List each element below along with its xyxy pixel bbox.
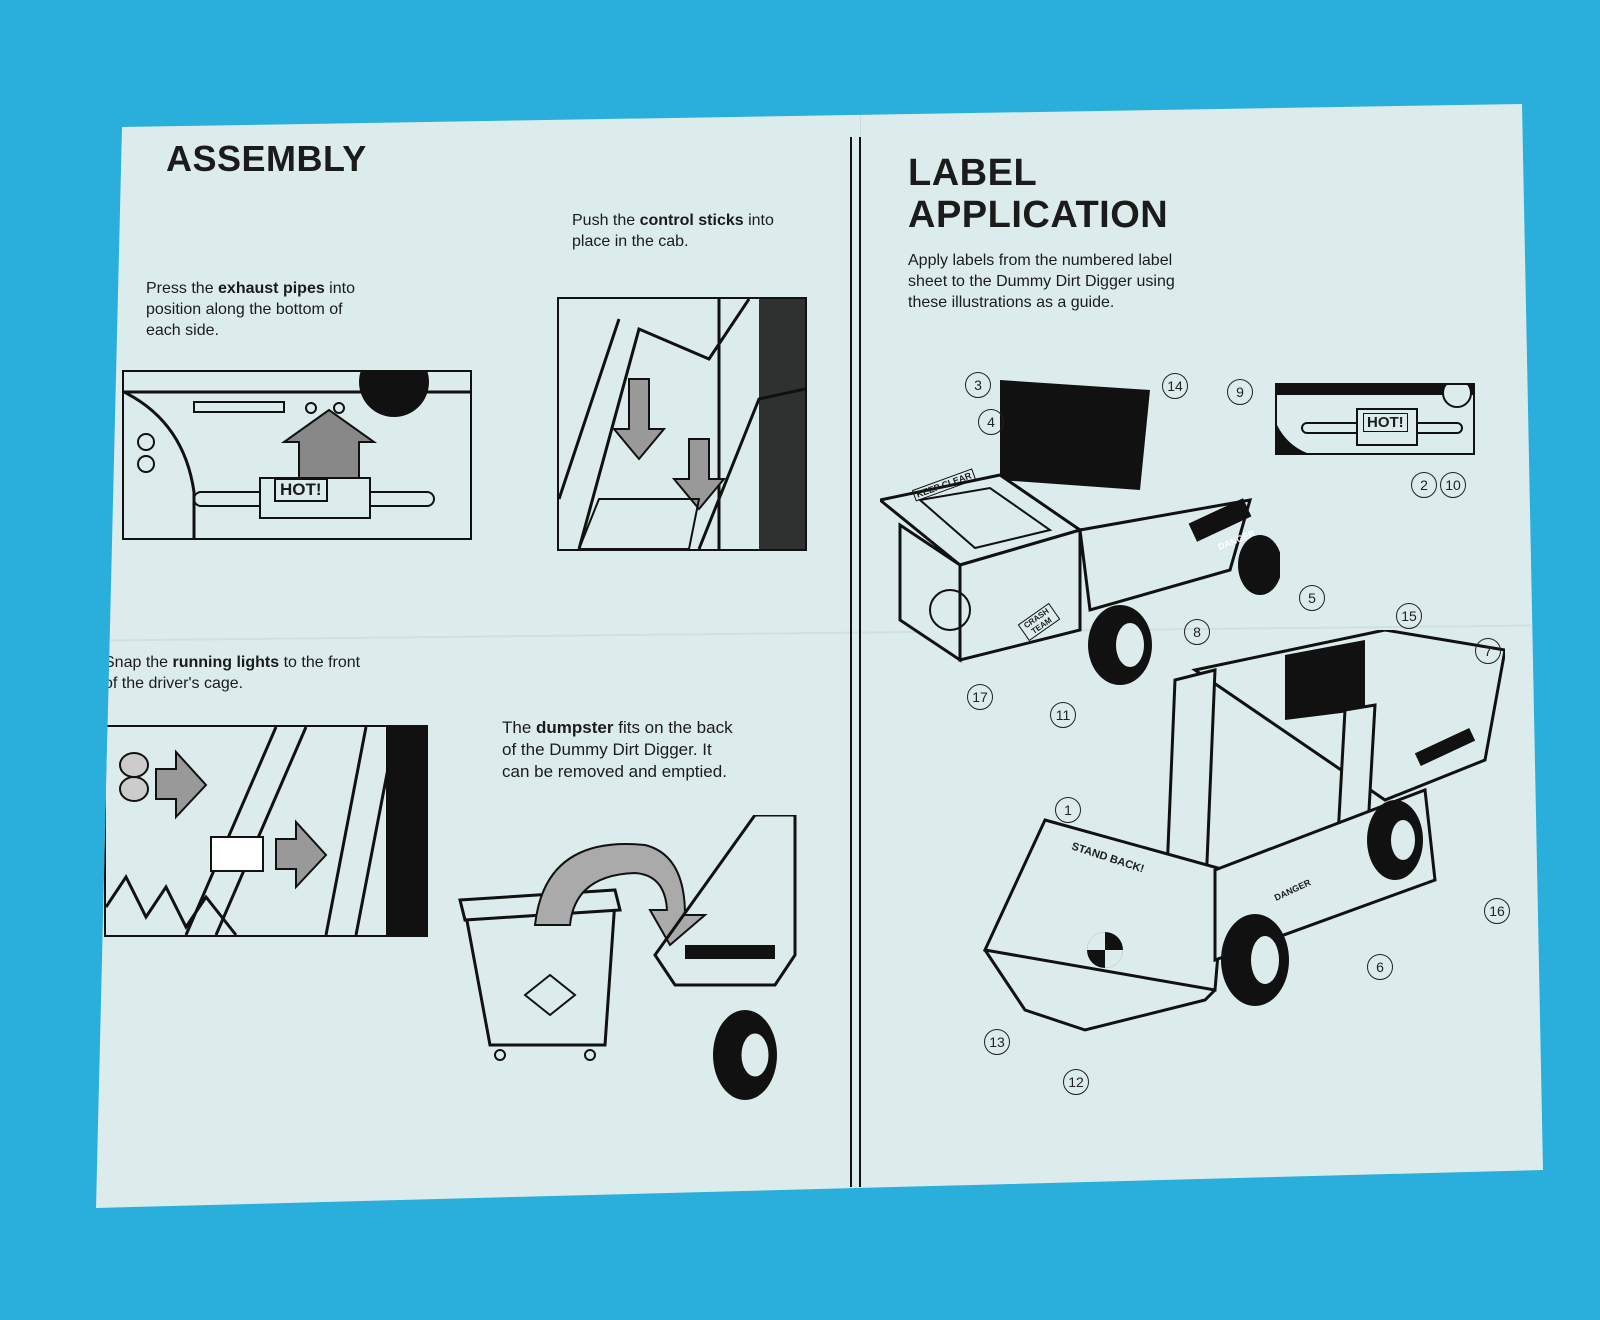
step-text: Press the xyxy=(146,280,219,297)
callout-12: 12 xyxy=(1063,1069,1089,1095)
step-text: into position along the bottom of each s… xyxy=(146,280,355,339)
hot-label-detail: HOT! xyxy=(1275,383,1475,455)
callout-1: 1 xyxy=(1055,797,1081,823)
callout-17: 17 xyxy=(967,684,993,710)
callout-4: 4 xyxy=(978,409,1004,435)
label-application-title: LABEL APPLICATION xyxy=(908,152,1168,236)
column-divider xyxy=(850,137,861,1187)
callout-15: 15 xyxy=(1396,603,1422,629)
step-text: Snap the xyxy=(104,654,173,671)
hot-label: HOT! xyxy=(274,478,328,502)
running-lights-illustration xyxy=(104,725,428,937)
step-keyword: running lights xyxy=(172,654,280,671)
step-text: to the front of the driver's cage. xyxy=(104,654,361,692)
callout-16: 16 xyxy=(1484,898,1510,924)
callout-3: 3 xyxy=(965,372,991,398)
callout-6: 6 xyxy=(1367,954,1393,980)
step-running-lights: Snap the running lights to the front of … xyxy=(104,652,364,694)
callout-5: 5 xyxy=(1299,585,1325,611)
step-keyword: control sticks xyxy=(639,212,744,229)
step-control-sticks: Push the control sticks into place in th… xyxy=(572,210,792,252)
dumpster-illustration xyxy=(455,815,815,1115)
title-line-2: APPLICATION xyxy=(908,194,1169,236)
digger-front-illustration: STAND BACK! DANGER xyxy=(965,630,1505,1050)
step-text: into place in the cab. xyxy=(572,212,774,250)
exhaust-pipes-illustration xyxy=(122,370,472,540)
callout-8: 8 xyxy=(1184,619,1210,645)
callout-14: 14 xyxy=(1162,373,1188,399)
assembly-title: ASSEMBLY xyxy=(166,138,367,179)
title-line-1: LABEL xyxy=(908,152,1038,194)
callout-13: 13 xyxy=(984,1029,1010,1055)
control-sticks-illustration xyxy=(557,297,807,551)
callout-7: 7 xyxy=(1475,638,1501,664)
step-text: Push the xyxy=(572,212,640,229)
label-intro-text: Apply labels from the numbered label she… xyxy=(908,252,1175,311)
callout-2: 2 xyxy=(1411,472,1437,498)
step-keyword: dumpster xyxy=(536,718,614,737)
callout-9: 9 xyxy=(1227,379,1253,405)
step-keyword: exhaust pipes xyxy=(218,280,325,297)
hot-label: HOT! xyxy=(1363,413,1408,432)
step-text: fits on the back of the Dummy Dirt Digge… xyxy=(502,718,733,781)
callout-11: 11 xyxy=(1050,702,1076,728)
step-exhaust-pipes: Press the exhaust pipes into position al… xyxy=(146,278,376,341)
step-text: The xyxy=(502,718,537,737)
callout-10: 10 xyxy=(1440,472,1466,498)
step-dumpster: The dumpster fits on the back of the Dum… xyxy=(502,717,742,783)
digger-rear-illustration: KEEP CLEAR DANGER CRASH TEAM xyxy=(880,380,1280,700)
